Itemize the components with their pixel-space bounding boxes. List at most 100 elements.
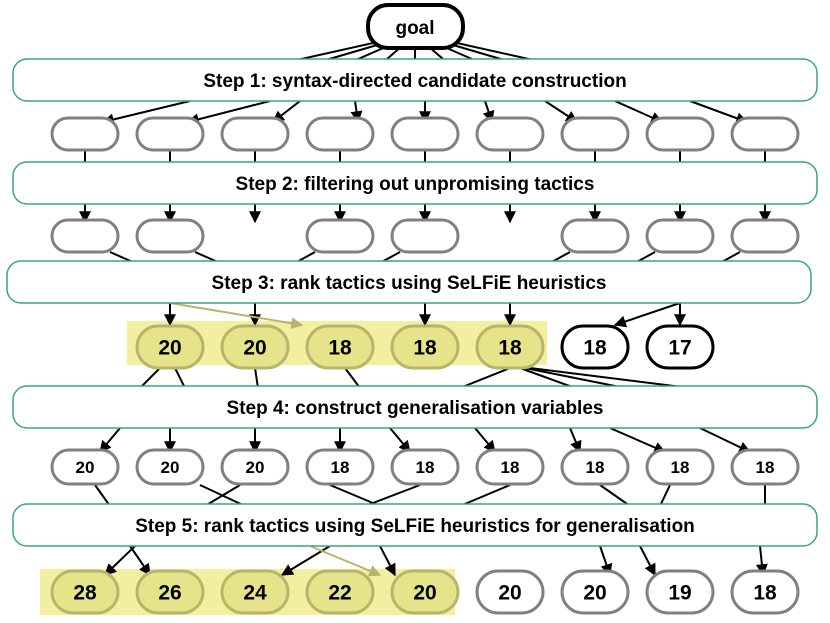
- generalised-node-1-score: 20: [76, 458, 95, 477]
- ranked-node-6-score: 18: [583, 337, 607, 360]
- rowC-to-step4-4: [344, 367, 361, 389]
- generalised-node-8-score: 18: [671, 458, 690, 477]
- generalised-node-4-score: 18: [331, 458, 350, 477]
- generalised-node-9: 18: [730, 448, 800, 486]
- step-4-label: Step 4: construct generalisation variabl…: [227, 398, 604, 419]
- final-node-3-score: 24: [243, 582, 267, 605]
- final-node-4: 22: [305, 569, 375, 615]
- candidate-node-9: [730, 116, 800, 152]
- goal-label: goal: [395, 18, 434, 39]
- ranked-node-4-score: 18: [413, 337, 437, 360]
- filtered-node-2: [135, 218, 205, 254]
- candidate-node-6: [475, 116, 545, 152]
- ranked-node-3: 18: [305, 324, 375, 370]
- step-2-label: Step 2: filtering out unpromising tactic…: [236, 174, 595, 195]
- final-node-2-score: 26: [158, 582, 181, 605]
- filtered-node-1: [50, 218, 120, 254]
- step1-arrow-9: [689, 100, 749, 124]
- generalised-node-7: 18: [560, 448, 630, 486]
- candidate-node-4: [305, 116, 375, 152]
- step-5-label: Step 5: rank tactics using SeLFiE heuris…: [135, 516, 695, 537]
- step4-arrow-6: [474, 427, 496, 453]
- rowD-to-step5-1: [94, 484, 111, 507]
- generalised-node-3: 20: [220, 448, 290, 486]
- step5-arrow-4: [309, 545, 382, 577]
- generalised-node-2-score: 20: [161, 458, 180, 477]
- step4-arrow-1: [99, 427, 121, 453]
- steps: Step 1: syntax-directed candidate constr…: [6, 58, 818, 547]
- final-node-4-score: 22: [328, 582, 351, 605]
- step1-arrow-2: [186, 100, 271, 126]
- final-node-7-score: 20: [583, 582, 606, 605]
- final-node-6-score: 20: [498, 582, 521, 605]
- generalised-node-2: 20: [135, 448, 205, 486]
- step5-arrow-5: [379, 545, 396, 577]
- step3-arrow-6: [613, 302, 681, 328]
- final-node-2: 26: [135, 569, 205, 615]
- ranked-node-7: 17: [645, 324, 715, 370]
- final-node-8-score: 19: [668, 582, 691, 605]
- final-node-7: 20: [560, 569, 630, 615]
- step-1-bar: Step 1: syntax-directed candidate constr…: [12, 58, 818, 102]
- candidate-node-7: [560, 116, 630, 152]
- rowD-to-step5-6: [459, 484, 511, 507]
- rowC-to-step4-3: [254, 367, 259, 389]
- final-node-1: 28: [50, 569, 120, 615]
- final-node-9: 18: [730, 569, 800, 615]
- final-node-1-score: 28: [73, 582, 97, 605]
- rowC-to-step4-5: [459, 367, 511, 389]
- filtered-node-4: [390, 218, 460, 254]
- goal-node: goal: [366, 3, 465, 50]
- filtered-node-7: [730, 218, 800, 254]
- ranked-node-4: 18: [390, 324, 460, 370]
- ranked-node-1: 20: [135, 324, 205, 370]
- generalised-node-5: 18: [390, 448, 460, 486]
- step-3-bar: Step 3: rank tactics using SeLFiE heuris…: [6, 260, 812, 304]
- ranked-node-2-score: 20: [243, 337, 266, 360]
- step4-arrow-7: [569, 427, 582, 454]
- rowC-to-step4-6: [519, 367, 576, 389]
- ranked-node-1-score: 20: [158, 337, 181, 360]
- ranked-node-5-score: 18: [498, 337, 522, 360]
- step3-arrow-3: [169, 302, 304, 330]
- final-node-6: 20: [475, 569, 545, 615]
- step-2-bar: Step 2: filtering out unpromising tactic…: [12, 161, 818, 205]
- step4-arrow-9: [699, 427, 752, 453]
- ranked-node-6: 18: [560, 324, 630, 370]
- generalised-node-6-score: 18: [501, 458, 520, 477]
- generalised-node-7-score: 18: [586, 458, 605, 477]
- filtered-node-6: [645, 218, 715, 254]
- step4-arrow-5: [389, 427, 411, 453]
- generalised-node-5-score: 18: [416, 458, 435, 477]
- candidate-node-8: [645, 116, 715, 152]
- step-4-bar: Step 4: construct generalisation variabl…: [12, 385, 818, 429]
- rowC-to-step4-2: [174, 367, 186, 389]
- rowC-to-step4-8: [529, 367, 691, 389]
- final-node-3: 24: [220, 569, 290, 615]
- rowC-to-step4-7: [524, 367, 626, 389]
- nodes: 20 20 18 18 18 18 17 20 20 20 18 18 18 18 18 18 28 26 24 22…: [50, 116, 800, 615]
- rowD-to-step5-5: [364, 484, 421, 507]
- final-node-5: 20: [390, 569, 460, 615]
- candidate-node-2: [135, 116, 205, 152]
- generalised-node-9-score: 18: [756, 458, 775, 477]
- rowD-to-step5-7: [599, 484, 631, 507]
- step1-arrow-8: [614, 100, 664, 124]
- final-node-5-score: 20: [413, 582, 436, 605]
- rowD-to-step5-3: [199, 484, 246, 507]
- step1-arrow-1: [101, 100, 191, 126]
- ranked-node-7-score: 17: [668, 337, 691, 360]
- generalised-node-4: 18: [305, 448, 375, 486]
- rowC-to-step4-1: [139, 367, 161, 389]
- step-3-label: Step 3: rank tactics using SeLFiE heuris…: [212, 273, 607, 294]
- ranked-node-5: 18: [475, 324, 545, 370]
- filtered-node-3: [305, 218, 375, 254]
- candidate-node-1: [50, 116, 120, 152]
- final-node-8: 19: [645, 569, 715, 615]
- ranked-node-2: 20: [220, 324, 290, 370]
- generalised-node-3-score: 20: [246, 458, 265, 477]
- step4-arrow-8: [609, 427, 667, 454]
- filtered-node-5: [560, 218, 630, 254]
